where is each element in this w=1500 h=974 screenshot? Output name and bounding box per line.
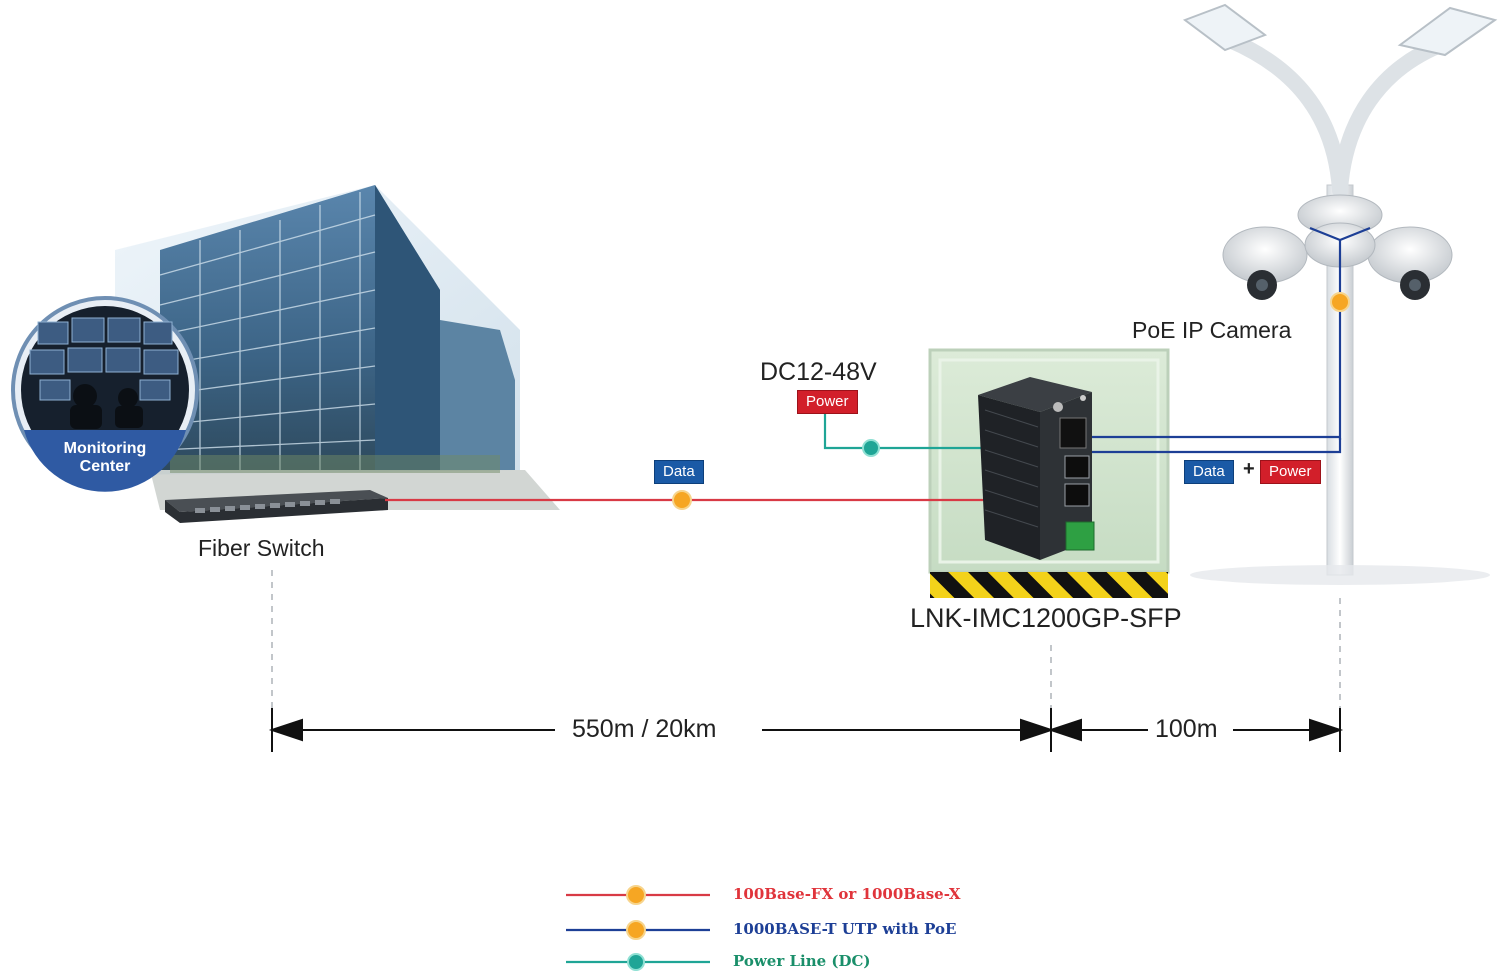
- dc-badge-dot: [862, 439, 880, 457]
- fiber-badge-dot: [672, 490, 692, 510]
- dc-power-line: [823, 408, 985, 450]
- device-model-label: LNK-IMC1200GP-SFP: [910, 603, 1182, 633]
- poe-badge-dot: [1330, 292, 1350, 312]
- legend-lines: [566, 885, 710, 971]
- distance-fiber-label: 550m / 20km: [572, 715, 717, 743]
- dimension-arrows: [268, 708, 1344, 752]
- dc-voltage-label: DC12-48V: [760, 358, 877, 386]
- legend-text-dc: Power Line (DC): [733, 952, 871, 970]
- plus-sign: +: [1243, 458, 1255, 480]
- line-badges: [672, 292, 1350, 510]
- office-building: [115, 185, 560, 510]
- monitoring-center-label: Monitoring Center: [63, 440, 147, 475]
- dimension-guides: [271, 570, 1341, 710]
- legend-text-fiber: 100Base-FX or 1000Base-X: [733, 885, 961, 903]
- monitoring-center-badge: [11, 296, 199, 492]
- data-tag-fiber: Data: [654, 460, 704, 484]
- data-tag-poe: Data: [1184, 460, 1234, 484]
- ip-camera-cluster: [1222, 194, 1453, 440]
- poe-ip-camera-label: PoE IP Camera: [1132, 317, 1292, 343]
- fiber-switch-label: Fiber Switch: [198, 535, 325, 561]
- power-tag-poe: Power: [1260, 460, 1321, 484]
- legend-text-poe: 1000BASE-T UTP with PoE: [733, 920, 957, 938]
- distance-copper-label: 100m: [1155, 715, 1218, 743]
- power-tag-dc: Power: [797, 390, 858, 414]
- media-converter-device: [978, 377, 1095, 560]
- poe-link-line-2: [1085, 438, 1342, 454]
- fiber-switch: [165, 490, 388, 523]
